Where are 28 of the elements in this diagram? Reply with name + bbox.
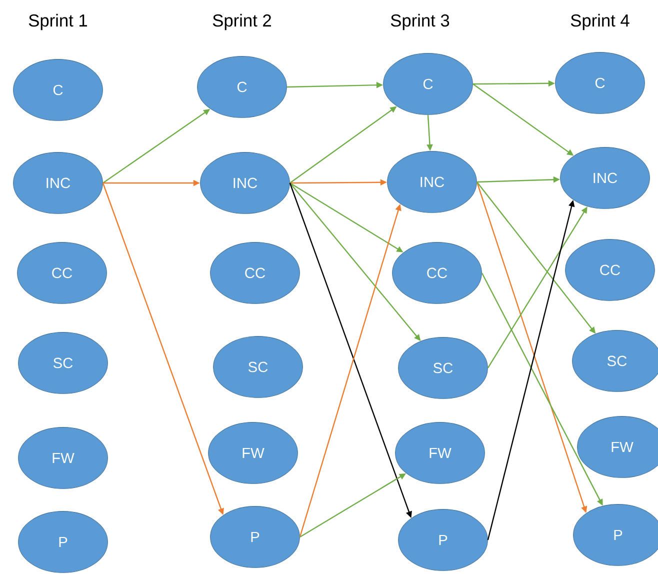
column-heading: Sprint 4	[570, 14, 630, 30]
ellipse-node: P	[210, 506, 300, 568]
column-heading: Sprint 2	[212, 14, 271, 30]
ellipse-node: FW	[208, 422, 298, 484]
ellipse-node: C	[383, 53, 473, 115]
ellipse-node: FW	[18, 427, 108, 489]
ellipse-node: FW	[577, 416, 658, 478]
ellipse-node: SC	[213, 336, 303, 398]
column-heading: Sprint 1	[28, 14, 88, 30]
ellipse-node: P	[18, 511, 108, 573]
ellipse-node: C	[555, 52, 645, 114]
ellipse-node: INC	[387, 151, 477, 213]
ellipse-node: INC	[560, 147, 650, 209]
ellipse-node: INC	[200, 152, 290, 214]
ellipse-node: INC	[13, 152, 103, 214]
column-heading: Sprint 3	[390, 14, 450, 30]
ellipse-node: C	[197, 56, 287, 118]
ellipse-node: C	[13, 59, 103, 121]
ellipse-node: P	[573, 504, 658, 566]
ellipse-node: CC	[210, 242, 300, 304]
ellipse-node: P	[398, 509, 488, 571]
ellipse-node: CC	[392, 242, 482, 304]
ellipse-node: CC	[565, 239, 655, 301]
ellipse-node: SC	[398, 337, 488, 399]
ellipse-node: FW	[395, 422, 485, 484]
ellipse-node: CC	[17, 242, 107, 304]
ellipse-node: SC	[572, 330, 658, 392]
ellipse-node: SC	[18, 332, 108, 394]
